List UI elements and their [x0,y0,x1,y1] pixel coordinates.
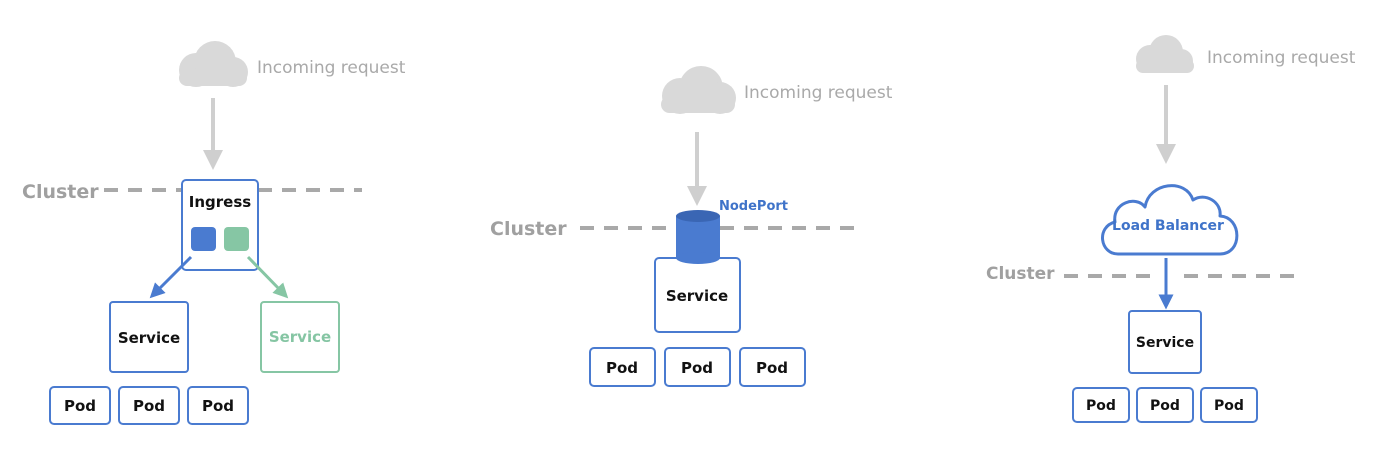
cloud-outline-icon [1101,184,1239,256]
cloud-icon [1136,35,1194,73]
pod-label: Pod [202,397,234,415]
pod-label: Pod [756,359,788,377]
pod-label: Pod [64,397,96,415]
cylinder-icon [676,210,720,264]
pod-box [49,386,111,425]
route-arrow-green [246,255,289,299]
service-box [1128,310,1202,374]
pod-label: Pod [1150,398,1180,414]
pod-box [664,347,731,387]
pod-label: Pod [681,359,713,377]
cluster-label: Cluster [22,181,99,203]
loadbalancer-panel: Incoming request Load Balancer Cluster S… [986,35,1356,423]
pod-label: Pod [1086,398,1116,414]
pod-box [1200,387,1258,423]
cluster-label: Cluster [490,218,567,240]
ingress-panel: Incoming request Cluster Ingress Service… [22,41,406,425]
pod-label: Pod [1214,398,1244,414]
nodeport-label: NodePort [719,199,788,214]
incoming-request-label: Incoming request [1207,48,1356,68]
ingress-rule-blue [191,227,216,251]
service-label: Service [118,329,180,347]
incoming-request-label: Incoming request [744,83,893,103]
pod-box [589,347,656,387]
service-label: Service [1136,335,1194,351]
service-box [109,301,189,373]
nodeport-panel: Incoming request Cluster Service NodePor… [490,66,893,387]
incoming-request-label: Incoming request [257,58,406,78]
pod-box [1072,387,1130,423]
route-arrow-blue [149,255,193,299]
load-balancer-label: Load Balancer [1112,218,1224,234]
service-box-green [260,301,340,373]
pod-label: Pod [606,359,638,377]
pod-box [1136,387,1194,423]
pod-label: Pod [133,397,165,415]
service-label-green: Service [269,328,331,346]
ingress-rule-green [224,227,249,251]
pod-box [739,347,806,387]
cloud-icon [661,66,736,114]
ingress-label: Ingress [189,193,251,211]
service-label: Service [666,287,728,305]
cluster-label: Cluster [986,264,1055,284]
cloud-icon [179,41,248,87]
pod-box [187,386,249,425]
pod-box [118,386,180,425]
